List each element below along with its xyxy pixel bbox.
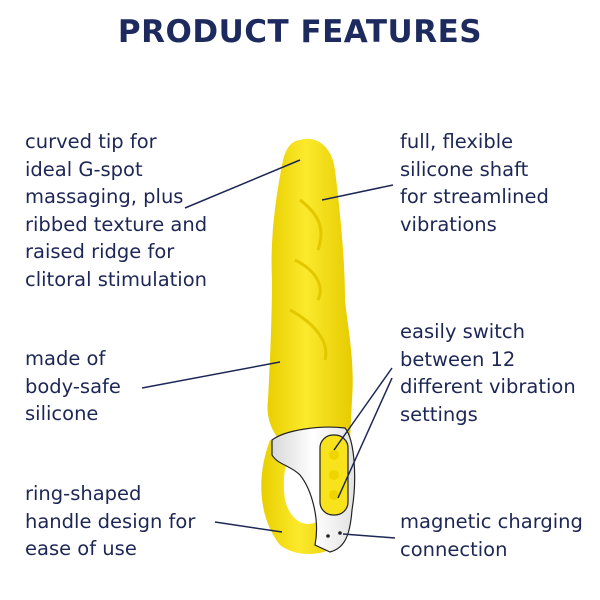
feature-vibration-settings: easily switch between 12 different vibra… — [400, 320, 576, 426]
page-title: PRODUCT FEATURES — [117, 14, 483, 50]
feature-magnetic-charging: magnetic charging connection — [400, 510, 583, 561]
feature-ring-handle: ring-shaped handle design for ease of us… — [25, 482, 196, 560]
feature-body-safe: made of body-safe silicone — [25, 347, 121, 425]
feature-curved-tip: curved tip for ideal G-spot massaging, p… — [25, 130, 208, 291]
feature-flexible-shaft: full, flexible silicone shaft for stream… — [400, 130, 549, 236]
charging-port-icon — [326, 534, 330, 538]
callout-lines — [141, 159, 396, 539]
ring-handle — [261, 426, 356, 555]
vibrator-shaft — [267, 138, 353, 450]
